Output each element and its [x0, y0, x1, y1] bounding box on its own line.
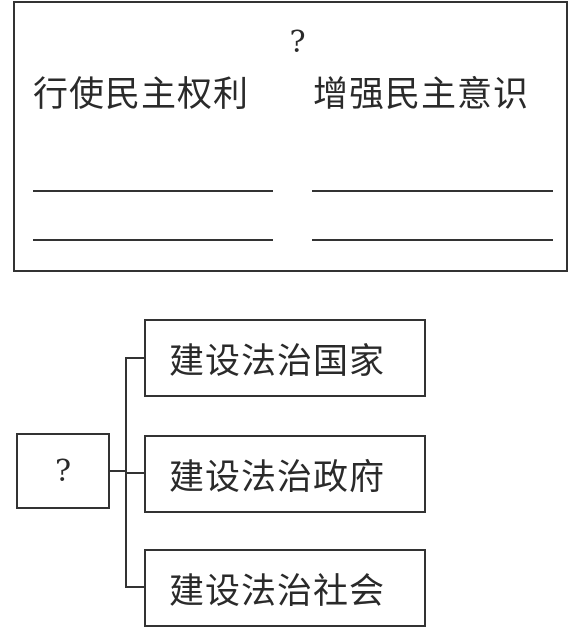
branch-line-2: [125, 472, 145, 474]
right-blank-line-1[interactable]: [312, 190, 553, 192]
branch-line-3: [125, 586, 145, 588]
left-label: 行使民主权利: [33, 75, 250, 115]
left-blank-line-1[interactable]: [33, 190, 273, 192]
branch-line-1: [125, 357, 145, 359]
root-connector-line: [110, 470, 126, 472]
tree-child-box-3: 建设法治社会: [144, 549, 426, 627]
left-blank-line-2[interactable]: [33, 239, 273, 241]
tree-root-box: ?: [16, 433, 110, 509]
right-blank-line-2[interactable]: [312, 239, 553, 241]
top-question-mark: ?: [289, 25, 306, 60]
right-label: 增强民主意识: [313, 75, 530, 115]
tree-child-label-1: 建设法治国家: [169, 341, 386, 382]
tree-child-box-2: 建设法治政府: [144, 435, 426, 513]
tree-child-label-3: 建设法治社会: [169, 571, 386, 612]
tree-root-label: ?: [54, 453, 72, 489]
tree-child-box-1: 建设法治国家: [144, 319, 426, 397]
top-panel: ? 行使民主权利 增强民主意识: [13, 1, 568, 272]
tree-child-label-2: 建设法治政府: [169, 457, 386, 498]
